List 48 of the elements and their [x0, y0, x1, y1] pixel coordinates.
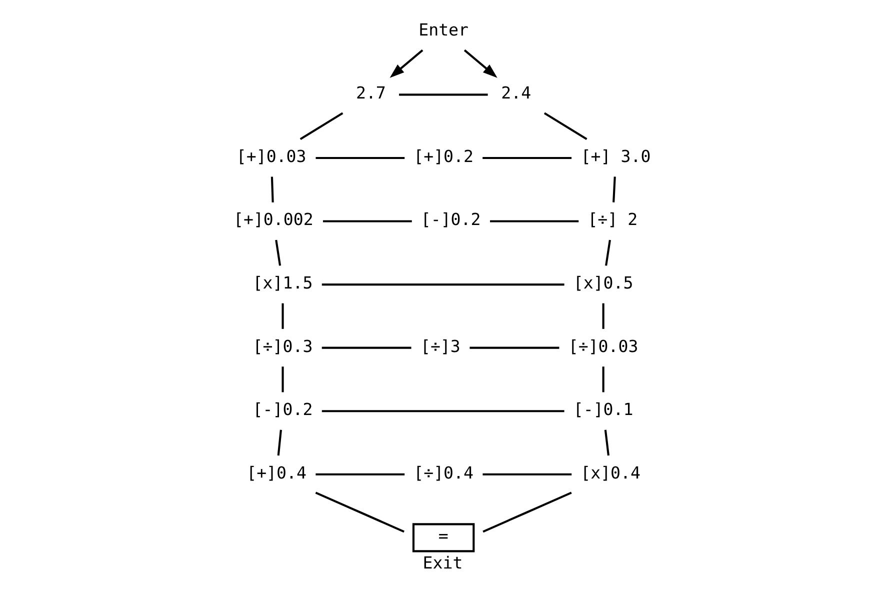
node-text: [÷]0.4: [413, 463, 473, 482]
connector: [321, 284, 564, 286]
connector: [482, 156, 572, 160]
node-text: [-]0.2: [252, 400, 312, 420]
connector: [604, 240, 610, 266]
node-text: [÷] 2: [587, 210, 638, 230]
connector: [276, 430, 282, 456]
connector: [315, 156, 404, 160]
node-text: [÷]0.3: [252, 336, 312, 356]
node-text: [x]1.5: [252, 273, 312, 292]
connector: [490, 220, 578, 222]
node-text: [+] 3.0: [580, 146, 650, 166]
node-text: [x]0.5: [572, 273, 633, 292]
connector: [469, 346, 559, 349]
node-text: Enter: [418, 20, 468, 40]
node-text: [÷]0.03: [568, 336, 638, 356]
node-box: =: [412, 523, 474, 552]
connector: [602, 366, 604, 392]
node-text: 2.4: [500, 84, 531, 103]
connector: [612, 176, 616, 202]
node-text: [+]0.002: [232, 210, 313, 230]
connector: [398, 94, 488, 96]
connector: [281, 366, 284, 392]
connector: [482, 473, 572, 476]
connector: [315, 473, 404, 476]
connector: [274, 240, 281, 266]
connector: [604, 430, 609, 456]
node-text: [+]0.03: [236, 146, 306, 166]
node-text: [÷]3: [420, 336, 460, 356]
connector: [321, 410, 564, 412]
connector: [270, 176, 274, 202]
node-text: 2.7: [355, 84, 386, 103]
connector: [543, 112, 587, 140]
node-text: [-]0.1: [572, 400, 633, 420]
node-label: Exit: [422, 554, 462, 573]
connector: [321, 346, 411, 349]
arrow: [389, 49, 423, 78]
connector: [482, 492, 572, 533]
node-text: [+]0.2: [413, 146, 473, 166]
connector: [299, 112, 343, 140]
connector: [322, 220, 412, 222]
node-text: [-]0.2: [420, 210, 480, 230]
connector: [281, 303, 284, 329]
arrow: [463, 49, 497, 78]
connector: [602, 303, 604, 329]
node-text: [+]0.4: [246, 463, 306, 482]
node-text: [x]0.4: [580, 463, 640, 482]
connector: [314, 492, 404, 533]
